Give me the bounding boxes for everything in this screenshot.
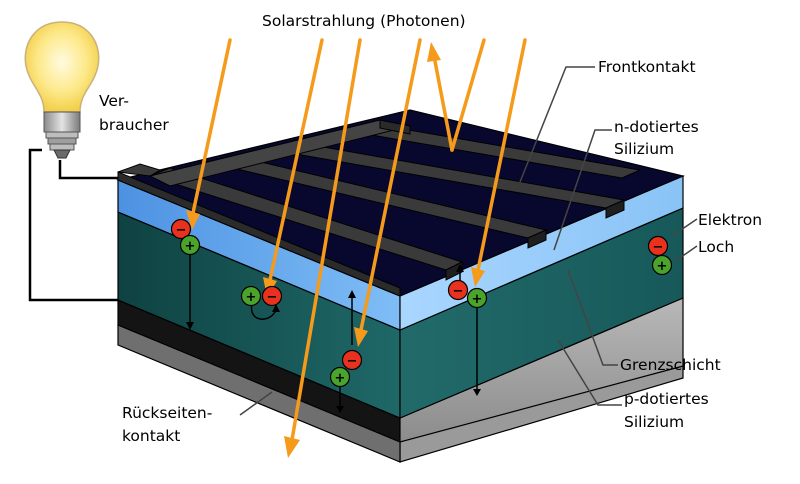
legend-electron: − bbox=[647, 235, 669, 257]
electron-1: − bbox=[170, 218, 192, 240]
electron-label: Elektron bbox=[698, 211, 762, 229]
svg-text:−: − bbox=[267, 290, 278, 305]
hole-2: + bbox=[240, 285, 262, 307]
n-silicon-label-line1: n-dotiertes bbox=[614, 118, 699, 136]
consumer-label-line1: Ver- bbox=[99, 92, 129, 110]
svg-text:+: + bbox=[246, 290, 257, 305]
carrier-drift-arrows bbox=[186, 250, 481, 413]
circuit-wires bbox=[28, 148, 118, 302]
consumer-label-line2: braucher bbox=[99, 116, 169, 134]
leader-lines bbox=[239, 66, 698, 416]
photons-label: Solarstrahlung (Photonen) bbox=[262, 12, 466, 30]
svg-text:+: + bbox=[335, 371, 346, 386]
svg-text:−: − bbox=[347, 354, 358, 369]
back-contact-label-line2: kontakt bbox=[122, 427, 180, 445]
front-contact-label: Frontkontakt bbox=[598, 58, 696, 76]
svg-text:−: − bbox=[176, 223, 187, 238]
n-silicon-label-line2: Silizium bbox=[614, 140, 674, 158]
labels: Solarstrahlung (Photonen) Ver- braucher … bbox=[99, 12, 762, 445]
svg-text:+: + bbox=[472, 292, 483, 307]
charge-carriers: − + + − − + − + − + bbox=[170, 218, 673, 388]
photon-arrows bbox=[191, 38, 527, 442]
hole-4: + bbox=[466, 287, 488, 309]
hole-3: + bbox=[329, 366, 351, 388]
p-silicon-label-line1: p-dotiertes bbox=[624, 390, 709, 408]
electron-3: − bbox=[341, 349, 363, 371]
svg-text:−: − bbox=[453, 284, 464, 299]
back-contact-label-line1: Rückseiten- bbox=[122, 404, 212, 422]
electron-4: − bbox=[447, 279, 469, 301]
p-silicon-label-line2: Silizium bbox=[624, 413, 684, 431]
light-bulb-icon bbox=[24, 21, 100, 159]
junction-label: Grenzschicht bbox=[620, 356, 721, 374]
front-contact-grid bbox=[117, 119, 642, 297]
electron-2: − bbox=[261, 285, 283, 307]
hole-label: Loch bbox=[698, 238, 734, 256]
legend-hole: + bbox=[651, 254, 673, 276]
svg-text:+: + bbox=[657, 259, 668, 274]
svg-text:+: + bbox=[185, 239, 196, 254]
svg-text:−: − bbox=[653, 240, 664, 255]
hole-1: + bbox=[179, 234, 201, 256]
